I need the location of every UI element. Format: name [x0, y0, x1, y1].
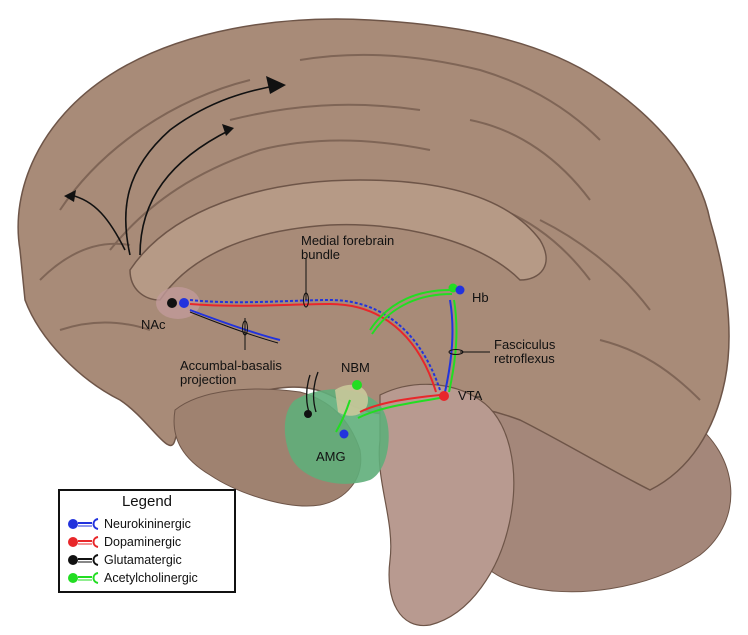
legend-label: Dopaminergic — [104, 535, 182, 549]
label-accumbal-1: Accumbal-basalis — [180, 358, 282, 373]
neuron-symbol-icon — [68, 536, 99, 548]
neuron-symbol-icon — [68, 554, 99, 566]
legend-label: Glutamatergic — [104, 553, 182, 567]
arrowhead-3 — [64, 190, 76, 202]
legend-label: Acetylcholinergic — [104, 571, 198, 585]
brainstem — [378, 383, 515, 627]
nbm-region — [335, 384, 368, 416]
nac-neurokinin-node — [179, 298, 189, 308]
legend-item-neurokininergic: Neurokininergic — [66, 516, 191, 532]
cortical-arrows — [69, 84, 281, 256]
amg-node — [339, 429, 349, 439]
label-fr-2: retroflexus — [494, 351, 555, 366]
label-fr-1: Fasciculus — [494, 337, 556, 352]
nbm-node — [352, 380, 362, 390]
legend-item-acetylcholinergic: Acetylcholinergic — [66, 570, 198, 586]
legend-item-dopaminergic: Dopaminergic — [66, 534, 181, 550]
nac-glutamate-node — [167, 298, 177, 308]
hb-node — [448, 283, 458, 293]
mfb-marker — [303, 292, 309, 308]
neuron-symbol-icon — [68, 572, 99, 584]
gyri-lines — [39, 53, 701, 401]
legend-item-glutamatergic: Glutamatergic — [66, 552, 182, 568]
arrowhead-2 — [222, 124, 234, 136]
fr-marker — [448, 349, 464, 355]
pathways — [189, 289, 458, 433]
legend: Legend Neurokininergic Dopaminergic Glut… — [58, 489, 236, 593]
label-hb: Hb — [472, 290, 489, 305]
legend-title: Legend — [121, 493, 173, 510]
label-nac: NAc — [141, 317, 166, 332]
nac-region — [156, 287, 200, 319]
label-accumbal-2: projection — [180, 372, 236, 387]
legend-label: Neurokininergic — [104, 517, 191, 531]
label-mfb-1: Medial forebrain — [301, 233, 394, 248]
arrowhead-1 — [266, 76, 286, 94]
neuron-symbol-icon — [68, 518, 99, 530]
vta-node — [439, 391, 449, 401]
label-amg: AMG — [316, 449, 346, 464]
label-mfb-2: bundle — [301, 247, 340, 262]
hb-node-2 — [455, 285, 465, 295]
amg-glut-node — [304, 410, 312, 418]
corpus-callosum — [129, 179, 547, 301]
label-nbm: NBM — [341, 360, 370, 375]
accumbal-marker — [242, 320, 248, 336]
label-vta: VTA — [458, 388, 483, 403]
